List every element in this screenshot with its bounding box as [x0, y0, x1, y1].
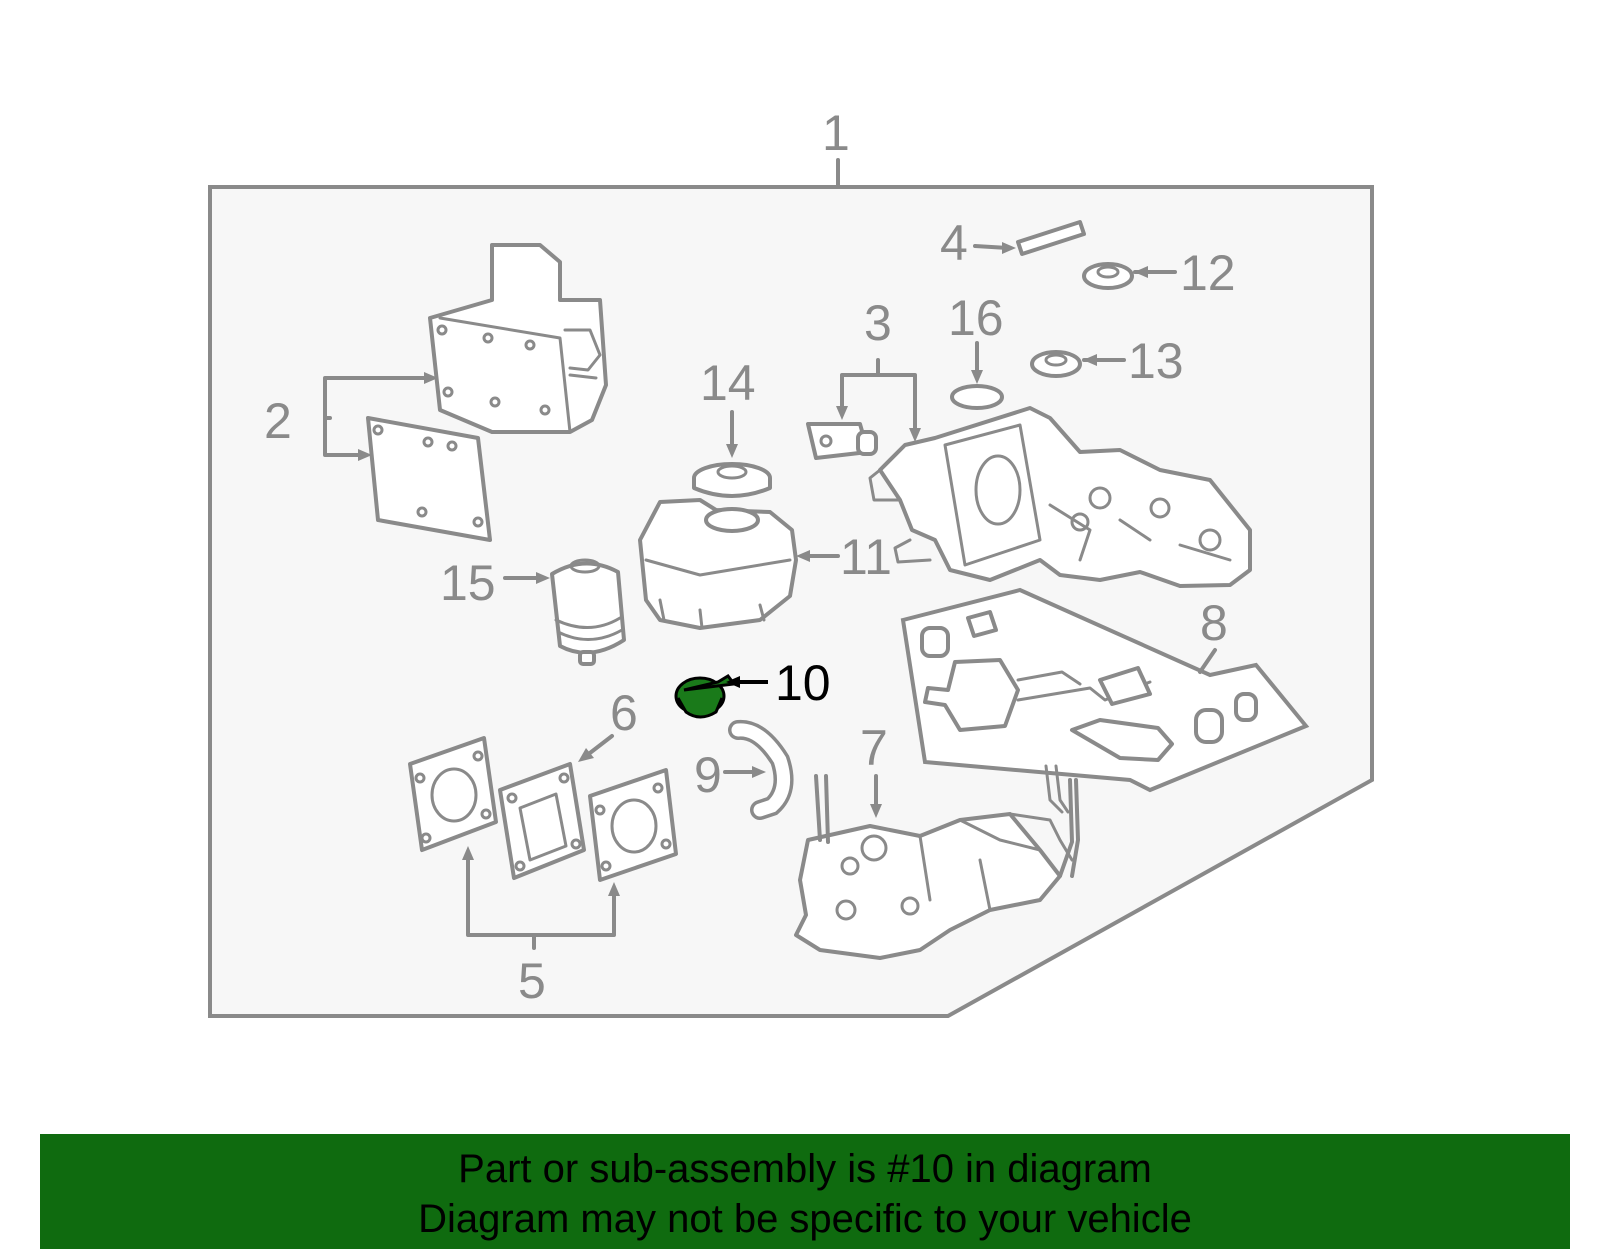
- part-2-gasket[interactable]: [366, 416, 492, 542]
- info-banner: Part or sub-assembly is #10 in diagram D…: [40, 1134, 1570, 1249]
- callout-11[interactable]: 11: [840, 529, 892, 585]
- part-13-grommet[interactable]: [1030, 350, 1082, 378]
- part-3-sensor[interactable]: [806, 422, 878, 460]
- part-14-reservoir-cap[interactable]: [692, 462, 772, 498]
- part-2-control-module[interactable]: [428, 243, 608, 434]
- callout-10[interactable]: 10: [775, 655, 831, 711]
- callout-7[interactable]: 7: [860, 720, 888, 776]
- callout-9[interactable]: 9: [694, 747, 722, 803]
- part-5-gasket-left[interactable]: [408, 736, 498, 852]
- callout-2[interactable]: 2: [264, 393, 292, 449]
- part-15-filter[interactable]: [550, 558, 626, 666]
- part-9-hose[interactable]: [728, 719, 794, 820]
- callout-5[interactable]: 5: [518, 953, 546, 1009]
- callout-8[interactable]: 8: [1200, 595, 1228, 651]
- callout-1[interactable]: 1: [822, 105, 850, 161]
- banner-disclaimer: Diagram may not be specific to your vehi…: [418, 1197, 1192, 1241]
- master-cylinder: [868, 406, 1252, 588]
- callout-12[interactable]: 12: [1180, 245, 1236, 301]
- callout-4[interactable]: 4: [940, 215, 968, 271]
- callout-6[interactable]: 6: [610, 685, 638, 741]
- callout-3[interactable]: 3: [864, 295, 892, 351]
- part-6-plate[interactable]: [498, 762, 586, 880]
- callout-16[interactable]: 16: [948, 290, 1004, 346]
- callout-13[interactable]: 13: [1128, 333, 1184, 389]
- banner-part-note: Part or sub-assembly is #10 in diagram: [458, 1147, 1152, 1191]
- part-5-gasket-right[interactable]: [588, 768, 678, 882]
- callout-15[interactable]: 15: [440, 555, 496, 611]
- callout-14[interactable]: 14: [700, 355, 756, 411]
- part-11-reservoir[interactable]: [638, 498, 798, 630]
- part-4-pin[interactable]: [1016, 220, 1086, 256]
- part-7-pump-motor[interactable]: [794, 764, 1080, 960]
- part-16-o-ring[interactable]: [950, 384, 1004, 410]
- part-8-kit[interactable]: [900, 587, 1310, 793]
- part-12-grommet[interactable]: [1082, 262, 1134, 290]
- assembly-panel: [208, 185, 1374, 1018]
- part-10-fitting[interactable]: [674, 674, 737, 719]
